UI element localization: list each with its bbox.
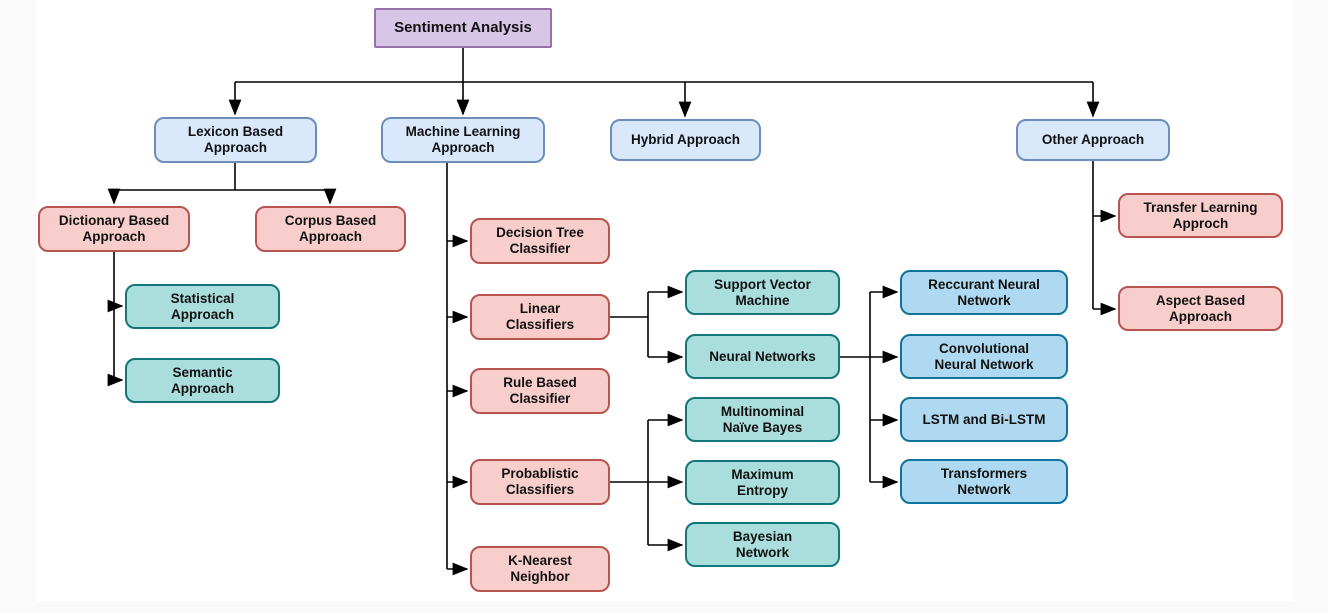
node-neural-networks: Neural Networks xyxy=(685,334,840,379)
node-lstm-and-bi-lstm: LSTM and Bi-LSTM xyxy=(900,397,1068,442)
node-probablistic-classifiers: Probablistic Classifiers xyxy=(470,459,610,505)
node-convolutional-neural-network: Convolutional Neural Network xyxy=(900,334,1068,379)
node-statistical-approach: Statistical Approach xyxy=(125,284,280,329)
node-machine-learning-approach: Machine Learning Approach xyxy=(381,117,545,163)
node-transformers-network: Transformers Network xyxy=(900,459,1068,504)
node-dictionary-based-approach: Dictionary Based Approach xyxy=(38,206,190,252)
node-semantic-approach: Semantic Approach xyxy=(125,358,280,403)
node-maximum-entropy: Maximum Entropy xyxy=(685,460,840,505)
node-linear-classifiers: Linear Classifiers xyxy=(470,294,610,340)
node-sentiment-analysis: Sentiment Analysis xyxy=(374,8,552,48)
node-reccurant-neural-network: Reccurant Neural Network xyxy=(900,270,1068,315)
node-k-nearest-neighbor: K-Nearest Neighbor xyxy=(470,546,610,592)
node-corpus-based-approach: Corpus Based Approach xyxy=(255,206,406,252)
node-transfer-learning-approch: Transfer Learning Approch xyxy=(1118,193,1283,238)
node-decision-tree-classifier: Decision Tree Classifier xyxy=(470,218,610,264)
node-bayesian-network: Bayesian Network xyxy=(685,522,840,567)
node-aspect-based-approach: Aspect Based Approach xyxy=(1118,286,1283,331)
node-multinominal-naive-bayes: Multinominal Naïve Bayes xyxy=(685,397,840,442)
node-support-vector-machine: Support Vector Machine xyxy=(685,270,840,315)
node-lexicon-based-approach: Lexicon Based Approach xyxy=(154,117,317,163)
node-other-approach: Other Approach xyxy=(1016,119,1170,161)
node-rule-based-classifier: Rule Based Classifier xyxy=(470,368,610,414)
node-hybrid-approach: Hybrid Approach xyxy=(610,119,761,161)
